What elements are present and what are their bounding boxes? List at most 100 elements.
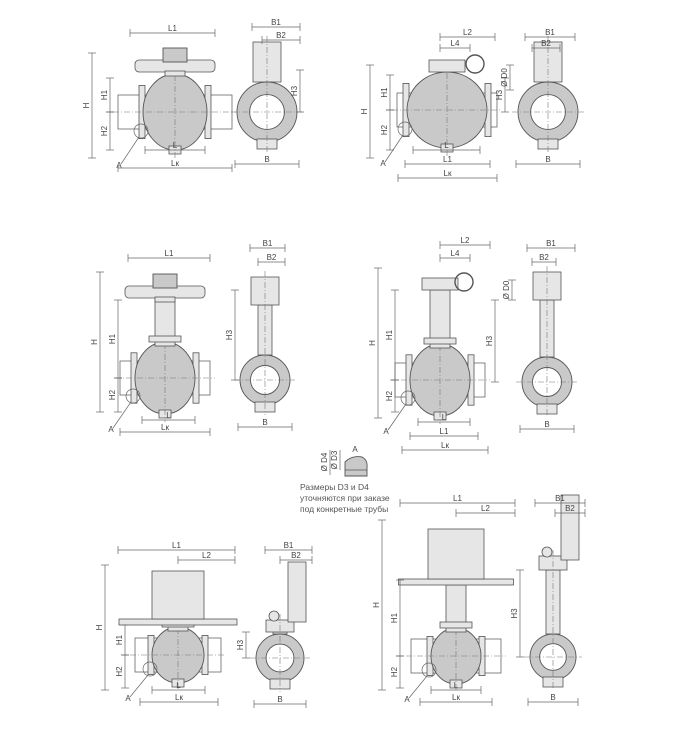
dimension-label-h1: H1 (115, 634, 124, 645)
dimension-label-b: B (262, 418, 267, 427)
dimension-label-h1: H1 (385, 329, 394, 340)
dimension-label-d4: Ø D4 (320, 452, 329, 471)
mount-bracket (154, 296, 176, 303)
electric-actuator-housing (427, 528, 485, 580)
dimension-label-b2: B2 (267, 253, 277, 262)
note-text: Размеры D3 и D4 уточняются при заказе по… (300, 482, 410, 515)
dimension-label-l4: L4 (451, 39, 460, 48)
dimension-label-b2: B2 (541, 39, 551, 48)
dimension-label-l: L (176, 681, 181, 690)
handwheel (454, 272, 474, 292)
dimension-label-h: H (372, 602, 381, 608)
dimension-label-b: B (545, 155, 550, 164)
dimension-label-lk: Lк (161, 423, 169, 432)
dimension-label-l2: L2 (481, 504, 490, 513)
dimension-label-h2: H2 (380, 124, 389, 135)
dimension-label-l2: L2 (202, 551, 211, 560)
dimension-label-a: A (380, 159, 386, 168)
dimension-label-l4: L4 (451, 249, 460, 258)
dimension-label-l1: L1 (440, 427, 449, 436)
dimension-label-l1: L1 (165, 249, 174, 258)
dimension-label-h2: H2 (100, 125, 109, 136)
dimension-label-l1: L1 (443, 155, 452, 164)
dimension-label-a: A (116, 161, 122, 170)
dimension-label-h2: H2 (115, 666, 124, 677)
gearbox (428, 59, 466, 73)
pressure-gauge (268, 610, 280, 622)
dimension-label-a: A (108, 425, 114, 434)
dimension-label-h1: H1 (108, 333, 117, 344)
dimension-label-a: A (404, 695, 410, 704)
detail-a-leader (129, 674, 149, 698)
dimension-label-h: H (95, 624, 104, 630)
dimension-label-b2: B2 (291, 551, 301, 560)
detail-a-circle (400, 390, 416, 406)
dimension-label-b1: B1 (555, 494, 565, 503)
dimension-label-b: B (550, 693, 555, 702)
detail-a-leader (387, 403, 407, 431)
dimension-label-d3: Ø D3 (330, 450, 339, 469)
dimension-label-h3: H3 (225, 329, 234, 340)
dimension-label-lk: Lк (171, 159, 179, 168)
note-line-2: уточняются при заказе (300, 493, 390, 503)
actuator-head (162, 47, 188, 63)
handwheel (465, 54, 485, 74)
detail-a-leader (112, 401, 132, 429)
actuator-plate (118, 618, 238, 626)
dimension-label-h1: H1 (380, 87, 389, 98)
dimension-label-l1: L1 (172, 541, 181, 550)
dimension-label-b: B (277, 695, 282, 704)
pressure-gauge (541, 546, 553, 558)
dimension-label-d0: Ø D0 (500, 68, 509, 87)
detail-a-circle (142, 661, 158, 677)
detail-a-circle (133, 123, 149, 139)
dimension-label-b1: B1 (271, 18, 281, 27)
side-electric-drive (287, 561, 307, 623)
dimension-label-h: H (368, 340, 377, 346)
detail-a-circle (421, 662, 437, 678)
dimension-label-d0: Ø D0 (502, 280, 511, 299)
dimension-label-b1: B1 (284, 541, 294, 550)
dimension-label-lk: Lк (441, 441, 449, 450)
detail-a-section (344, 456, 368, 477)
dimension-label-lk: Lк (175, 693, 183, 702)
electric-actuator-housing (151, 570, 205, 620)
dimension-label-h: H (90, 339, 99, 345)
detail-a-circle (125, 388, 141, 404)
dimension-label-l1: L1 (168, 24, 177, 33)
dimension-label-l: L (454, 681, 459, 690)
dimension-label-lk: Lк (452, 693, 460, 702)
dimension-label-l: L (166, 411, 171, 420)
dimension-label-b: B (544, 420, 549, 429)
dimension-label-h3: H3 (485, 335, 494, 346)
side-electric-drive (560, 494, 580, 561)
dimension-label-b1: B1 (546, 239, 556, 248)
stem-flange (439, 621, 473, 629)
dimension-label-a: A (383, 427, 389, 436)
dimension-label-b1: B1 (545, 28, 555, 37)
dimension-label-b1: B1 (263, 239, 273, 248)
dimension-label-l1: L1 (453, 494, 462, 503)
dimension-label-b2: B2 (539, 253, 549, 262)
dimension-label-l: L (444, 141, 449, 150)
dimension-label-h3: H3 (510, 608, 519, 619)
stem-flange (148, 335, 182, 343)
stem-flange (423, 337, 457, 345)
dimension-label-l: L (173, 141, 178, 150)
dimension-label-b: B (264, 155, 269, 164)
actuator-head (152, 273, 178, 289)
dimension-label-h2: H2 (108, 389, 117, 400)
dimension-label-b2: B2 (276, 31, 286, 40)
dimension-label-h3: H3 (236, 639, 245, 650)
dimension-label-h3: H3 (290, 85, 299, 96)
dimension-label-l2: L2 (463, 28, 472, 37)
detail-a-leader (120, 136, 140, 165)
dimension-label-a: A (125, 694, 131, 703)
dimension-label-h: H (360, 108, 369, 114)
mount-bracket (164, 70, 186, 77)
detail-a-leader (408, 675, 428, 699)
dimension-label-h1: H1 (100, 89, 109, 100)
note-line-1: Размеры D3 и D4 (300, 482, 369, 492)
dimension-label-h3: H3 (495, 89, 504, 100)
